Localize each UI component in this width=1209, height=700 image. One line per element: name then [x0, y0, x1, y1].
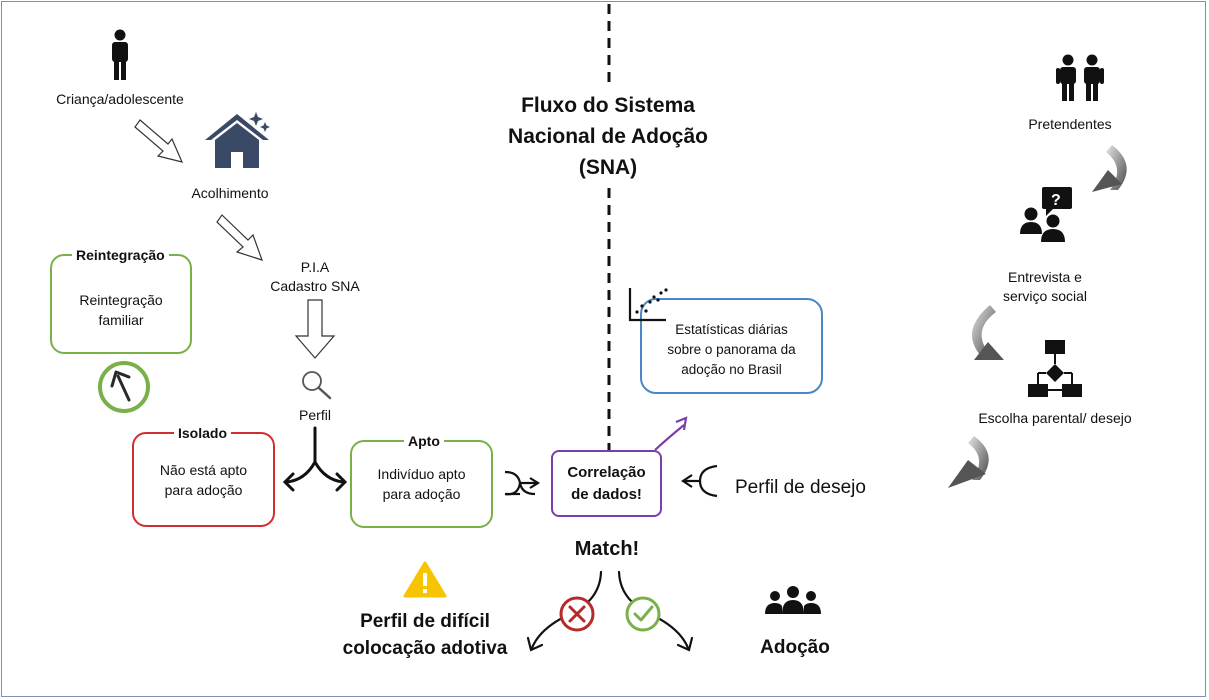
interview-line-2: serviço social [1002, 288, 1088, 304]
isolado-line-1: Não está apto [159, 462, 248, 478]
up-arrow-circle-icon [98, 361, 150, 413]
diagram-title: Fluxo do Sistema Nacional de Adoção (SNA… [478, 90, 738, 183]
match-split-arrow [526, 570, 694, 652]
curved-arrow-3 [948, 436, 989, 488]
correlacao-line-2: de dados! [571, 486, 642, 503]
magnifier-icon [302, 371, 332, 400]
correlacao-box: Correlação de dados! [551, 450, 662, 517]
estatisticas-line-3: adoção no Brasil [681, 362, 782, 377]
title-line-1: Fluxo do Sistema [521, 94, 695, 117]
warning-icon [403, 561, 447, 598]
flowchart-icon [1028, 340, 1082, 397]
correlacao-line-1: Correlação [567, 464, 646, 481]
applicants-label: Pretendentes [1028, 116, 1112, 132]
hollow-arrow-2 [216, 214, 263, 261]
apto-text: Indivíduo apto para adoção [352, 464, 491, 504]
cadastro-label: Cadastro SNA [270, 278, 360, 294]
pia-label: P.I.A [300, 259, 330, 275]
couple-icon [1056, 54, 1104, 101]
negative-line-1: Perfil de difícil [360, 611, 490, 632]
reintegracao-header: Reintegração [72, 246, 169, 264]
person-icon [112, 29, 128, 80]
hollow-down-arrow [294, 299, 336, 359]
positive-outcome-label: Adoção [760, 637, 830, 658]
perfil-desejo-label: Perfil de desejo [735, 477, 866, 498]
correlation-to-stats-arrow [654, 416, 688, 451]
curved-arrow-2 [972, 305, 1004, 360]
child-label: Criança/adolescente [56, 91, 184, 107]
apto-line-1: Indivíduo apto [377, 466, 466, 482]
group-icon [765, 586, 821, 614]
scatter-chart-icon [628, 288, 668, 322]
estatisticas-line-2: sobre o panorama da [667, 342, 796, 357]
reintegracao-line-2: familiar [98, 312, 144, 328]
apto-to-correlation-arrow [504, 470, 541, 496]
desire-to-correlation-arrow [681, 464, 718, 498]
isolado-header: Isolado [174, 424, 232, 442]
reintegracao-line-1: Reintegração [79, 292, 163, 308]
check-circle-icon [625, 596, 661, 632]
x-circle-icon [559, 596, 595, 632]
reintegracao-box: Reintegração Reintegração familiar [50, 246, 192, 354]
apto-line-2: para adoção [382, 486, 461, 502]
title-line-2: Nacional de Adoção [508, 125, 708, 148]
title-line-3: (SNA) [578, 156, 638, 179]
isolado-line-2: para adoção [164, 482, 243, 498]
curved-arrow-1 [1092, 145, 1127, 192]
correlacao-text: Correlação de dados! [553, 462, 660, 506]
estatisticas-box: Estatísticas diárias sobre o panorama da… [640, 298, 823, 394]
interview-line-1: Entrevista e [1008, 269, 1082, 285]
interview-label: Entrevista e serviço social [985, 268, 1105, 306]
negative-outcome-label: Perfil de difícil colocação adotiva [330, 608, 520, 662]
isolado-text: Não está apto para adoção [134, 460, 273, 500]
reintegracao-text: Reintegração familiar [52, 290, 190, 330]
svg-text:?: ? [1051, 192, 1061, 209]
isolado-box: Isolado Não está apto para adoção [132, 424, 275, 527]
profile-label: Perfil [299, 407, 331, 423]
split-arrow [282, 426, 348, 492]
interview-icon: ? [1020, 187, 1072, 242]
apto-box: Apto Indivíduo apto para adoção [350, 432, 493, 528]
estatisticas-text: Estatísticas diárias sobre o panorama da… [642, 320, 821, 380]
apto-header: Apto [404, 432, 444, 450]
negative-line-2: colocação adotiva [342, 638, 508, 659]
estatisticas-line-1: Estatísticas diárias [675, 322, 788, 337]
shelter-label: Acolhimento [191, 185, 269, 201]
house-icon [205, 112, 270, 168]
hollow-arrow-1 [134, 119, 184, 163]
choice-label: Escolha parental/ desejo [978, 410, 1132, 426]
match-label: Match! [574, 538, 640, 560]
